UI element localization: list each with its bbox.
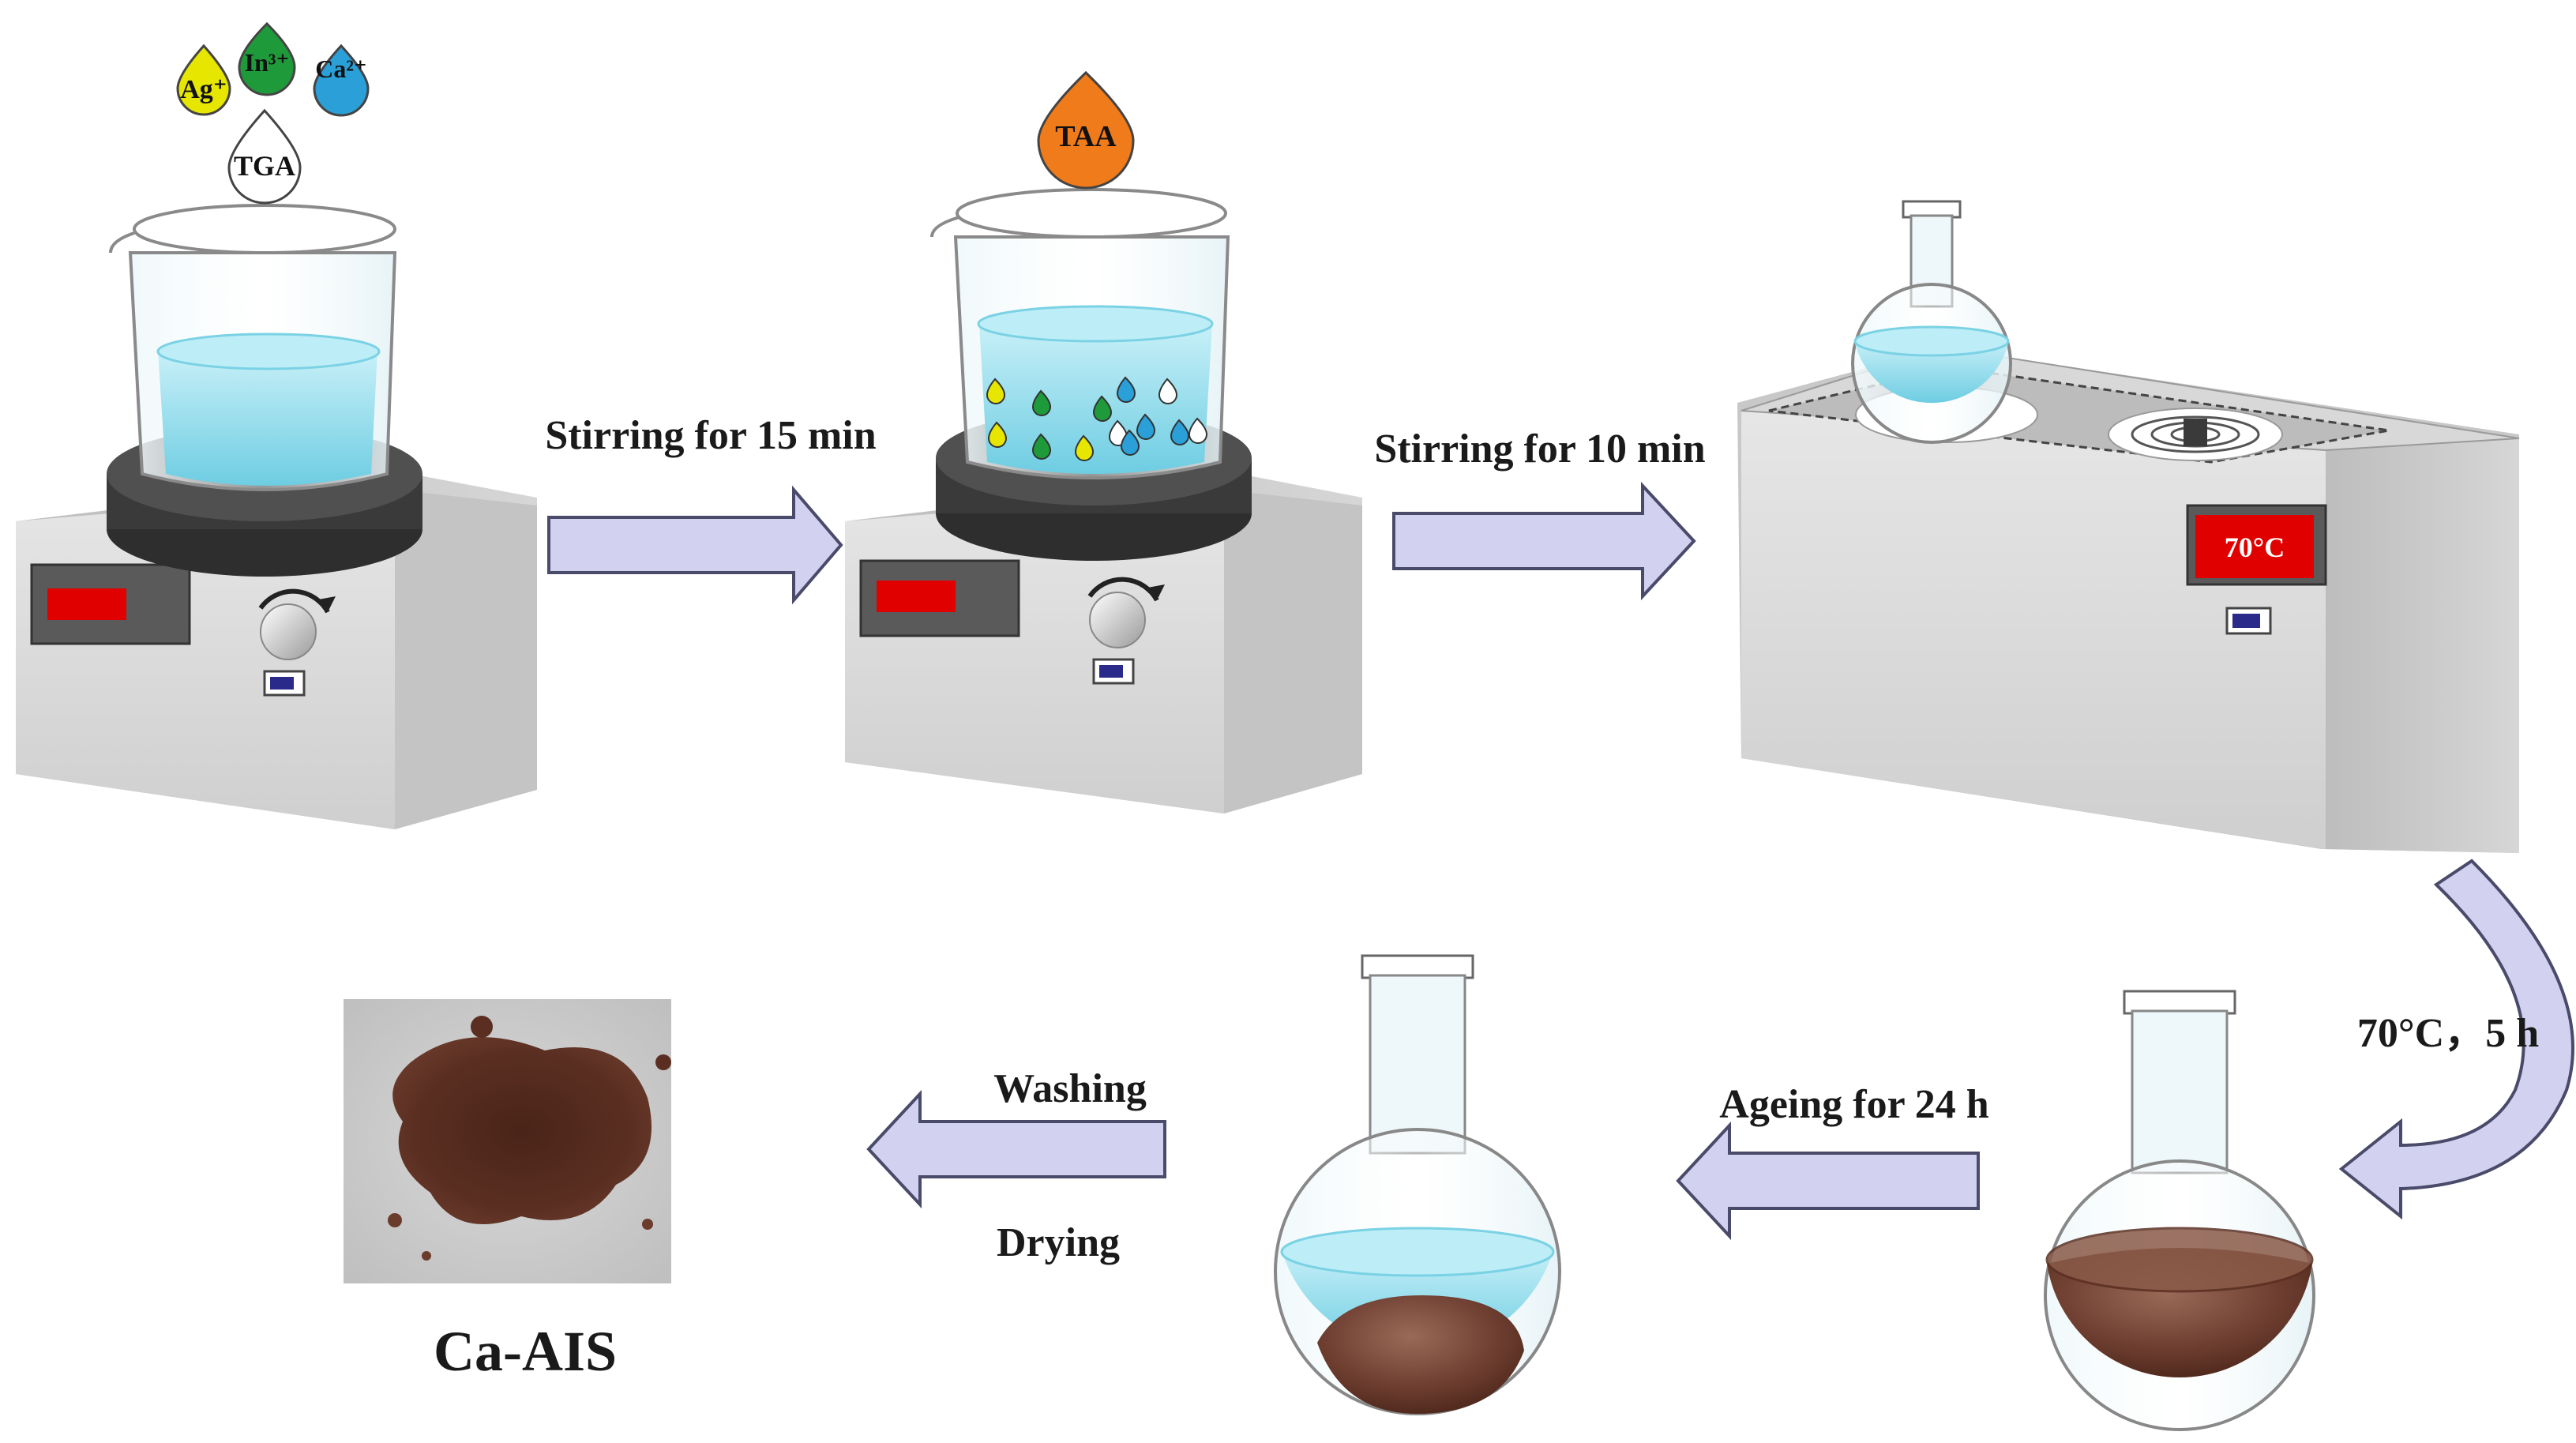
ca-ion-label: Ca²⁺ xyxy=(315,54,367,83)
flask-aged xyxy=(1274,954,1561,1415)
arrow-ageing xyxy=(1676,1121,1980,1241)
arrow-stir-10 xyxy=(1392,481,1696,601)
arrow-washing xyxy=(866,1089,1166,1209)
tga-drop: TGA xyxy=(227,108,302,205)
arrow-heating xyxy=(2338,859,2574,1220)
taa-drop: TAA xyxy=(1037,70,1135,190)
label-ageing: Ageing for 24 h xyxy=(1719,1082,1988,1127)
tga-label: TGA xyxy=(234,150,295,182)
water-bath: 70°C xyxy=(1737,200,2520,853)
label-heating: 70°C，5 h xyxy=(2357,1011,2539,1056)
label-stirring-15: Stirring for 15 min xyxy=(545,413,876,458)
beaker-1 xyxy=(109,204,397,491)
label-washing: Washing xyxy=(993,1066,1147,1111)
label-stirring-10: Stirring for 10 min xyxy=(1374,427,1705,472)
stirrer-knob-1 xyxy=(258,588,336,660)
magnetic-stirrer-2 xyxy=(845,188,1362,814)
stirrer-display-1 xyxy=(30,563,191,645)
taa-label: TAA xyxy=(1055,120,1117,153)
in-ion-drop: In³⁺ xyxy=(238,21,296,96)
flask-in-bath xyxy=(1851,200,2012,444)
arrow-stir-15 xyxy=(547,485,843,605)
stirrer-switch-1 xyxy=(263,670,306,697)
ca-ion-drop: Ca²⁺ xyxy=(313,43,370,117)
bath-switch xyxy=(2225,607,2272,635)
ag-ion-label: Ag⁺ xyxy=(180,75,227,104)
beaker-2 xyxy=(930,188,1230,479)
flask-heated xyxy=(2044,990,2315,1431)
product-label: Ca-AIS xyxy=(434,1320,617,1383)
stirrer-knob-2 xyxy=(1087,577,1165,648)
bath-temperature-display: 70°C xyxy=(2186,504,2327,586)
ag-ion-drop: Ag⁺ xyxy=(176,43,231,116)
bath-well-right xyxy=(2108,408,2283,461)
in-ion-label: In³⁺ xyxy=(245,48,290,77)
bath-temperature-readout: 70°C xyxy=(2225,532,2285,563)
product-powder-photo xyxy=(344,999,671,1283)
ion-particles xyxy=(986,376,1208,461)
label-drying: Drying xyxy=(997,1220,1120,1265)
stirrer-display-2 xyxy=(859,559,1020,637)
magnetic-stirrer-1 xyxy=(16,204,537,829)
stirrer-switch-2 xyxy=(1092,658,1135,685)
